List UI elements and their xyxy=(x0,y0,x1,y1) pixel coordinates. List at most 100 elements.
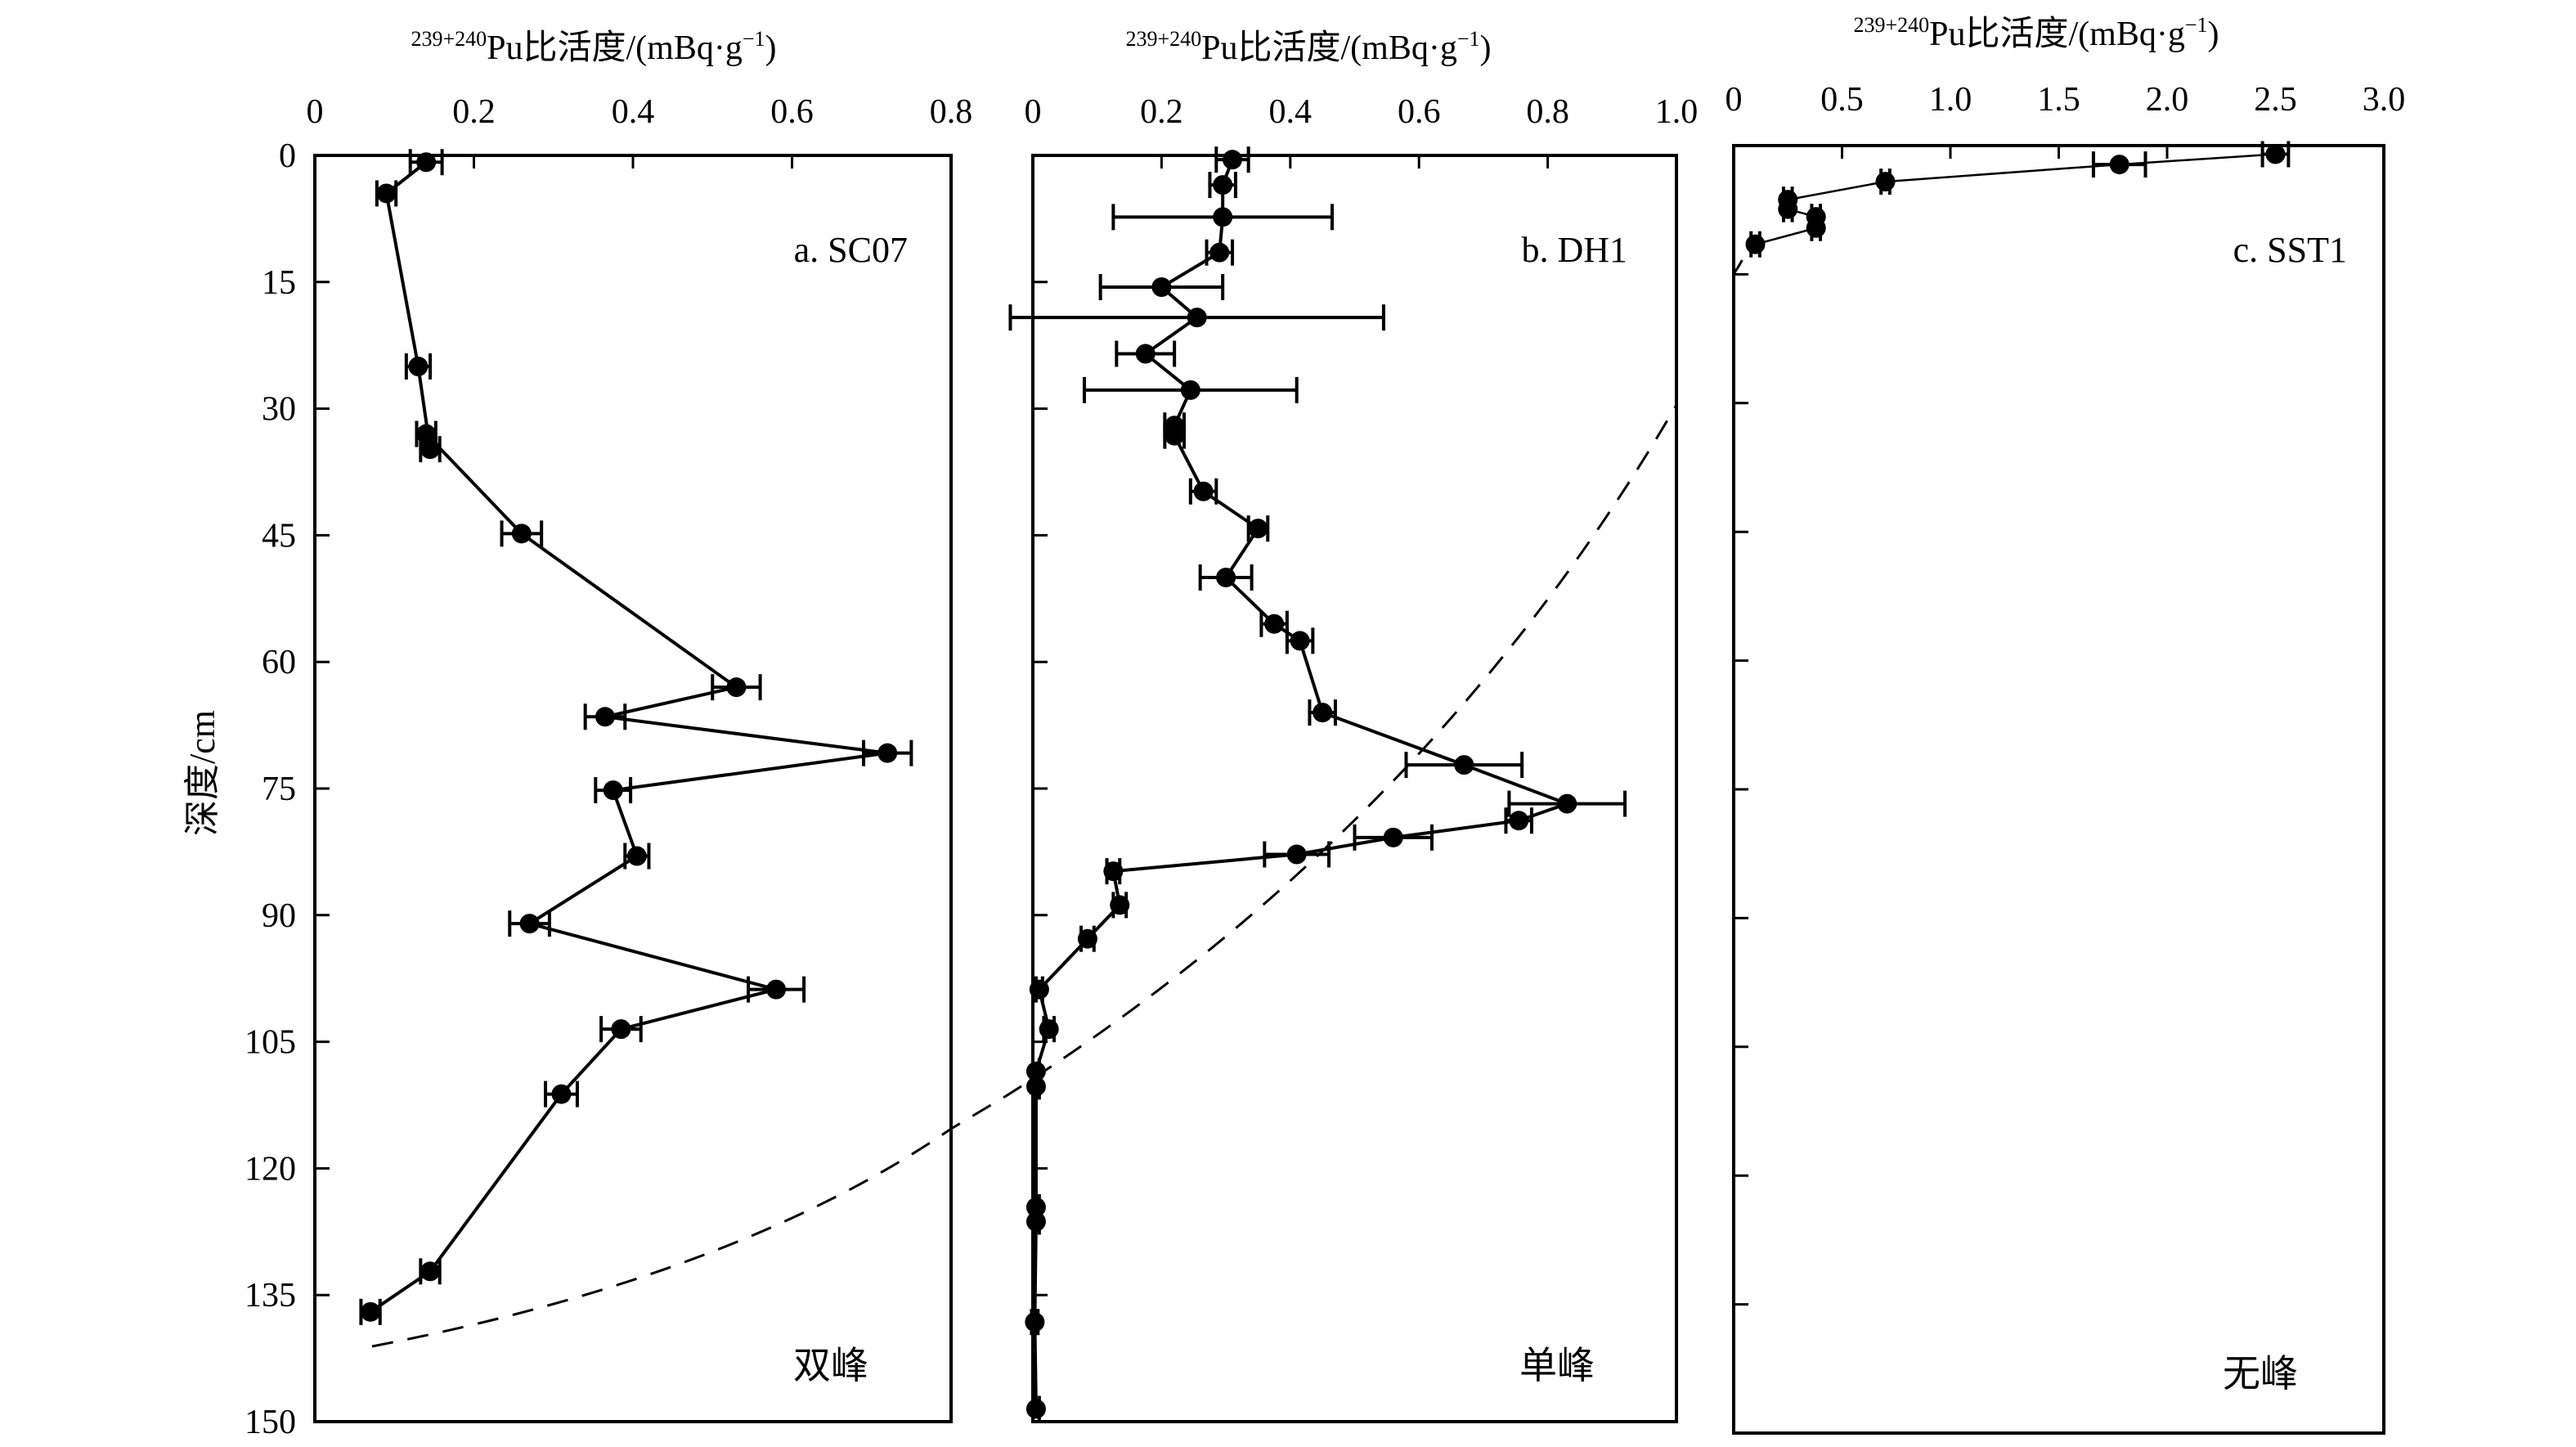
data-point xyxy=(1454,755,1474,775)
data-point xyxy=(416,152,437,173)
data-point xyxy=(1029,979,1049,1000)
x-tick-label: 1.5 xyxy=(2037,81,2080,119)
x-tick-label: 1.0 xyxy=(1929,81,1972,119)
data-point xyxy=(1077,928,1097,949)
y-tick-label: 105 xyxy=(245,1024,296,1062)
x-tick-label: 0 xyxy=(1726,81,1743,119)
y-tick-label: 45 xyxy=(262,517,296,555)
y-tick-label: 120 xyxy=(245,1150,296,1188)
dashed-trend-curve xyxy=(371,404,1678,1348)
data-point xyxy=(2109,155,2129,175)
data-point xyxy=(1039,1019,1059,1040)
x-tick-label: 2.0 xyxy=(2146,81,2189,119)
data-point xyxy=(1286,844,1307,865)
data-point xyxy=(1187,308,1207,328)
peak-label: 双峰 xyxy=(793,1345,868,1386)
data-point xyxy=(1025,1076,1046,1097)
x-tick-label: 0.8 xyxy=(930,93,973,131)
data-point xyxy=(603,780,623,801)
data-point xyxy=(595,707,615,727)
data-point xyxy=(1778,199,1798,219)
plot-frame xyxy=(1031,154,1678,1423)
x-tick-label: 1.0 xyxy=(1655,93,1699,131)
data-point xyxy=(1025,1312,1045,1332)
data-point xyxy=(1213,207,1233,227)
data-point xyxy=(1209,242,1230,263)
x-tick-label: 0.6 xyxy=(1398,93,1441,131)
data-point xyxy=(1151,276,1172,297)
data-point xyxy=(2265,144,2286,164)
x-tick-label: 0 xyxy=(1025,93,1042,131)
series-line xyxy=(369,160,888,1314)
data-point xyxy=(1110,895,1130,915)
data-point xyxy=(877,743,898,763)
data-point xyxy=(1165,425,1185,446)
x-tick-label: 0.5 xyxy=(1820,81,1864,119)
y-tick-label: 90 xyxy=(262,897,296,935)
data-point xyxy=(626,846,647,866)
data-point xyxy=(511,524,532,544)
series-line xyxy=(1033,159,1573,1409)
y-tick-label: 60 xyxy=(262,644,296,681)
data-point xyxy=(1557,793,1577,814)
data-point xyxy=(1290,631,1310,651)
x-tick-label: 0.4 xyxy=(612,93,655,131)
data-point xyxy=(420,1261,441,1282)
y-tick-label: 150 xyxy=(245,1404,296,1441)
data-point xyxy=(1222,150,1242,170)
dashed-trend-curve xyxy=(1732,245,1752,275)
data-point xyxy=(519,914,540,934)
y-tick-label: 75 xyxy=(262,771,296,808)
x-tick-label: 0.2 xyxy=(1140,93,1183,131)
series-line xyxy=(1755,153,2276,245)
peak-label: 无峰 xyxy=(2223,1353,2298,1395)
x-tick-label: 0 xyxy=(307,93,324,131)
panel-label: c. SST1 xyxy=(2233,230,2347,270)
x-axis-title: 239+240Pu比活度/(mBq·g−1) xyxy=(1125,27,1491,67)
y-tick-label: 0 xyxy=(279,137,296,175)
data-point xyxy=(1383,827,1403,847)
x-tick-label: 2.5 xyxy=(2254,81,2297,119)
data-point xyxy=(766,979,787,1000)
data-point xyxy=(416,424,437,444)
data-point xyxy=(1193,481,1214,501)
data-point xyxy=(1264,613,1285,634)
panel-label: a. SC07 xyxy=(794,230,908,270)
data-point xyxy=(1135,344,1156,364)
x-axis-title: 239+240Pu比活度/(mBq·g−1) xyxy=(1853,13,2219,53)
data-point xyxy=(1180,380,1200,400)
data-point xyxy=(1875,172,1896,192)
data-point xyxy=(376,183,397,204)
x-tick-label: 0.8 xyxy=(1526,93,1569,131)
data-point xyxy=(611,1019,631,1040)
data-point xyxy=(1216,568,1236,587)
y-tick-label: 15 xyxy=(262,264,296,302)
peak-label: 单峰 xyxy=(1519,1345,1595,1386)
panel-label: b. DH1 xyxy=(1521,230,1627,270)
y-tick-label: 135 xyxy=(245,1277,296,1314)
x-tick-label: 3.0 xyxy=(2363,81,2406,119)
x-tick-label: 0.4 xyxy=(1269,93,1313,131)
y-axis-label: 深度/cm xyxy=(182,710,222,836)
data-point xyxy=(1313,703,1333,723)
x-tick-label: 0.2 xyxy=(452,93,496,131)
plot-frame xyxy=(1732,144,2385,1435)
data-point xyxy=(1025,1211,1046,1232)
data-point xyxy=(1103,861,1124,882)
data-point xyxy=(726,677,747,698)
data-point xyxy=(1025,1399,1046,1419)
data-point xyxy=(1213,175,1233,195)
data-point xyxy=(1248,519,1268,539)
data-point xyxy=(1509,811,1529,831)
y-tick-label: 30 xyxy=(262,391,296,429)
data-point xyxy=(1025,1197,1046,1217)
x-tick-label: 0.6 xyxy=(770,93,814,131)
data-point xyxy=(551,1084,572,1104)
data-point xyxy=(1025,1061,1046,1081)
data-point xyxy=(408,357,429,376)
x-axis-title: 239+240Pu比活度/(mBq·g−1) xyxy=(411,27,776,67)
data-point xyxy=(1745,234,1766,254)
data-point xyxy=(361,1301,381,1322)
data-point xyxy=(1806,218,1826,238)
